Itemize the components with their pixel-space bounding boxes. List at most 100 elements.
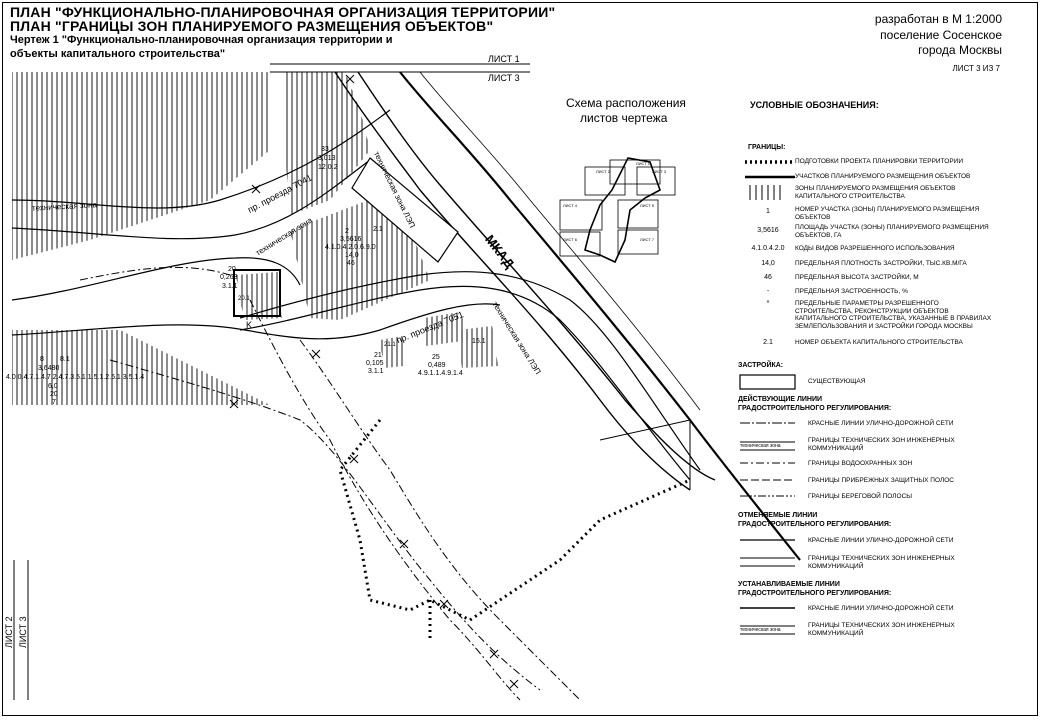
zone-20-object: 20.1 bbox=[238, 296, 250, 302]
scheme-title-2: листов чертежа bbox=[580, 111, 668, 125]
zone-25-number: 25 bbox=[432, 354, 440, 361]
zone-15 bbox=[458, 326, 498, 368]
legend-current-head-2: ГРАДОСТРОИТЕЛЬНОГО РЕГУЛИРОВАНИЯ: bbox=[738, 405, 892, 412]
scheme-cell-2: ЛИСТ 2 bbox=[596, 169, 611, 174]
zone-21-object: 21.1 bbox=[384, 342, 396, 348]
legend-sym-number: 1 bbox=[766, 208, 770, 215]
zone-8-height: 20 bbox=[50, 391, 58, 398]
legend-new-red-lines: КРАСНЫЕ ЛИНИИ УЛИЧНО-ДОРОЖНОЙ СЕТИ bbox=[808, 605, 954, 612]
zone-21-area: 0,105 bbox=[366, 360, 384, 367]
legend-cancel-head-1: ОТМЕНЯЕМЫЕ ЛИНИИ bbox=[738, 512, 818, 519]
legend-item-project-boundary: ПОДГОТОВКИ ПРОЕКТА ПЛАНИРОВКИ ТЕРРИТОРИИ bbox=[795, 158, 964, 165]
settlement-text: поселение Сосенское bbox=[880, 28, 1002, 42]
zone-20-area: 0,263 bbox=[220, 274, 238, 281]
legend-symbols bbox=[739, 160, 796, 635]
zone-33-area: 3,013 bbox=[318, 155, 336, 162]
city-text: города Москвы bbox=[918, 43, 1002, 57]
zone-8-number: 8 bbox=[40, 356, 44, 363]
title-line-1: ПЛАН "ФУНКЦИОНАЛЬНО-ПЛАНИРОВОЧНАЯ ОРГАНИ… bbox=[10, 4, 556, 20]
legend-sym-height: 46 bbox=[764, 274, 772, 281]
legend-tech-zone-sample: техническая зона bbox=[740, 443, 781, 449]
legend-current-head-1: ДЕЙСТВУЮЩИЕ ЛИНИИ bbox=[738, 396, 823, 403]
legend-new-head-1: УСТАНАВЛИВАЕМЫЕ ЛИНИИ bbox=[738, 581, 840, 588]
legend-item-plot-boundary: УЧАСТКОВ ПЛАНИРУЕМОГО РАЗМЕЩЕНИЯ ОБЪЕКТО… bbox=[795, 173, 971, 180]
legend-title: УСЛОВНЫЕ ОБОЗНАЧЕНИЯ: bbox=[750, 100, 879, 110]
zone-8-area: 3,6480 bbox=[38, 365, 60, 372]
zone-33 bbox=[285, 72, 370, 215]
zone-21 bbox=[380, 336, 404, 368]
zone-25-area: 0,489 bbox=[428, 362, 446, 369]
road-lines bbox=[11, 71, 801, 561]
legend-cancel-tech-zones: ГРАНИЦЫ ТЕХНИЧЕСКИХ ЗОН ИНЖЕНЕРНЫХ КОММУ… bbox=[808, 555, 955, 570]
legend-item-zone-area: ПЛОЩАДЬ УЧАСТКА (ЗОНЫ) ПЛАНИРУЕМОГО РАЗМ… bbox=[795, 224, 989, 239]
title-line-2: ПЛАН "ГРАНИЦЫ ЗОН ПЛАНИРУЕМОГО РАЗМЕЩЕНИ… bbox=[10, 18, 494, 34]
zone-2-number: 2 bbox=[345, 228, 349, 235]
legend-current-water-zones: ГРАНИЦЫ ВОДООХРАННЫХ ЗОН bbox=[808, 460, 913, 467]
legend-item-params: ПРЕДЕЛЬНЫЕ ПАРАМЕТРЫ РАЗРЕШЕННОГО СТРОИТ… bbox=[795, 300, 992, 330]
legend-sym-params: * bbox=[766, 300, 770, 307]
sheet-label-1: ЛИСТ 1 bbox=[488, 54, 520, 64]
sheet-label-3: ЛИСТ 3 bbox=[488, 73, 520, 83]
scheme-cell-4: ЛИСТ 4 bbox=[563, 203, 578, 208]
legend-item-coverage: ПРЕДЕЛЬНАЯ ЗАСТРОЕННОСТЬ, % bbox=[795, 288, 908, 295]
hatched-zones bbox=[12, 72, 498, 405]
drawing-line-1: Чертеж 1 "Функционально-планировочная ор… bbox=[10, 34, 393, 46]
legend-current-red-lines: КРАСНЫЕ ЛИНИИ УЛИЧНО-ДОРОЖНОЙ СЕТИ bbox=[808, 420, 954, 427]
sheet-label-left-2: ЛИСТ 2 bbox=[4, 616, 14, 648]
scheme-cell-5: ЛИСТ 5 bbox=[640, 203, 655, 208]
zone-20 bbox=[236, 272, 282, 320]
existing-buildings bbox=[233, 157, 459, 317]
legend-sym-object: 2.1 bbox=[763, 339, 773, 346]
zone-2-area: 3,5616 bbox=[340, 236, 362, 243]
legend-new-tech-zone-sample: техническая зона bbox=[740, 627, 781, 633]
zone-8-density: 6,0 bbox=[48, 383, 58, 390]
zone-25-code: 4.9.1.1.4.9.1.4 bbox=[418, 370, 463, 377]
zone-2-code: 4.1.0.4.2.0.6.9.0 bbox=[325, 244, 376, 251]
legend-new-tech-zones: ГРАНИЦЫ ТЕХНИЧЕСКИХ ЗОН ИНЖЕНЕРНЫХ КОММУ… bbox=[808, 622, 955, 637]
scheme-title-1: Схема расположения bbox=[566, 96, 686, 110]
legend-buildings-head: ЗАСТРОЙКА: bbox=[738, 362, 784, 369]
legend-item-zone-hatch: ЗОНЫ ПЛАНИРУЕМОГО РАЗМЕЩЕНИЯ ОБЪЕКТОВ КА… bbox=[795, 185, 956, 200]
zone-8-object: 8.1 bbox=[60, 356, 70, 363]
zone-21-number: 21 bbox=[374, 352, 382, 359]
water-lines bbox=[79, 266, 581, 701]
legend-current-tech-zones: ГРАНИЦЫ ТЕХНИЧЕСКИХ ЗОН ИНЖЕНЕРНЫХ КОММУ… bbox=[808, 437, 955, 452]
legend-sym-coverage: - bbox=[766, 288, 770, 295]
legend-current-shore-strips: ГРАНИЦЫ ПРИБРЕЖНЫХ ЗАЩИТНЫХ ПОЛОС bbox=[808, 477, 954, 484]
scheme-cell-1: ЛИСТ 1 bbox=[636, 161, 651, 166]
label-k: K bbox=[246, 320, 253, 330]
water-zone-marks bbox=[229, 74, 519, 689]
legend-item-zone-number: НОМЕР УЧАСТКА (ЗОНЫ) ПЛАНИРУЕМОГО РАЗМЕЩ… bbox=[795, 206, 980, 221]
drawing-line-2: объекты капитального строительства" bbox=[10, 48, 226, 60]
zone-upper-left bbox=[12, 72, 270, 260]
legend-sym-codes: 4.1.0.4.2.0 bbox=[751, 245, 785, 252]
zone-20-number: 20 bbox=[228, 266, 236, 273]
zone-21-code: 3.1.1 bbox=[368, 368, 384, 375]
project-boundary bbox=[338, 419, 691, 640]
zone-2-object: 2.1 bbox=[373, 226, 383, 233]
zone-8-code: 4.0.0.4.7.1.4.7.2.4.7.3.5.1.1.5.1.2.5.1.… bbox=[6, 374, 145, 381]
sheet-number: ЛИСТ 3 ИЗ 7 bbox=[952, 64, 1000, 73]
legend-item-object-number: НОМЕР ОБЪЕКТА КАПИТАЛЬНОГО СТРОИТЕЛЬСТВА bbox=[795, 339, 963, 346]
zone-8-coverage: 7 bbox=[52, 399, 56, 406]
sheet-lines bbox=[13, 63, 530, 700]
sheet-label-left-3: ЛИСТ 3 bbox=[18, 616, 28, 648]
scheme-cell-3: ЛИСТ 3 bbox=[652, 169, 667, 174]
legend-sym-area: 3,5616 bbox=[757, 227, 779, 234]
legend-boundaries-head: ГРАНИЦЫ: bbox=[748, 144, 786, 151]
zone-20-code: 3.1.1 bbox=[222, 283, 238, 290]
scale-text: разработан в М 1:2000 bbox=[874, 12, 1002, 26]
zone-25 bbox=[424, 312, 470, 346]
legend-new-head-2: ГРАДОСТРОИТЕЛЬНОГО РЕГУЛИРОВАНИЯ: bbox=[738, 590, 892, 597]
sheet-scheme bbox=[559, 157, 676, 264]
scheme-cell-7: ЛИСТ 7 bbox=[640, 237, 655, 242]
legend-sym-density: 14,0 bbox=[761, 260, 775, 267]
legend-item-height: ПРЕДЕЛЬНАЯ ВЫСОТА ЗАСТРОЙКИ, М bbox=[795, 274, 919, 281]
zone-33-code: 12.0.2 bbox=[318, 164, 338, 171]
legend-item-existing: СУЩЕСТВУЮЩАЯ bbox=[808, 378, 866, 385]
legend-item-use-codes: КОДЫ ВИДОВ РАЗРЕШЕННОГО ИСПОЛЬЗОВАНИЯ bbox=[795, 245, 955, 252]
legend-cancel-head-2: ГРАДОСТРОИТЕЛЬНОГО РЕГУЛИРОВАНИЯ: bbox=[738, 521, 892, 528]
zone-2-density: 14,0 bbox=[345, 252, 359, 259]
